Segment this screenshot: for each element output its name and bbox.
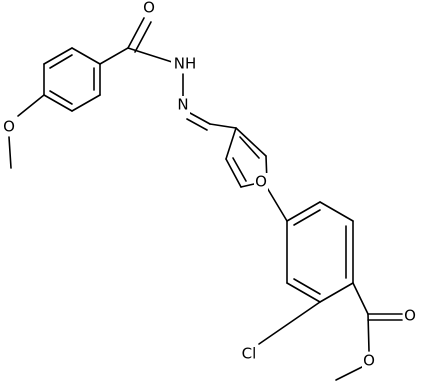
- furan-inner: [239, 136, 260, 159]
- atom-cl: Cl: [237, 345, 261, 363]
- ring-a-bond: [43, 47, 73, 65]
- n-ch-double-2: [186, 118, 208, 131]
- aryl-carbonyl-bond: [99, 47, 129, 65]
- furan-bond: [225, 127, 237, 160]
- c-o-double-1: [127, 17, 145, 49]
- svg-text:O: O: [143, 0, 155, 17]
- ring-a-bond: [43, 94, 73, 112]
- atom-o-carbonyl-amide: O: [142, 0, 156, 17]
- n-ch-double-1: [189, 112, 211, 125]
- svg-text:NH: NH: [174, 55, 197, 73]
- ring-a-inner: [49, 90, 73, 105]
- bonds-layer: [8, 17, 403, 381]
- c-nh-bond: [127, 47, 173, 63]
- ring-b-inner: [293, 209, 321, 226]
- ring-a-inner: [49, 54, 73, 69]
- c-cl-bond: [258, 301, 321, 345]
- ch-furan-bond: [209, 123, 237, 129]
- c-o-ester-bond: [367, 313, 370, 352]
- svg-text:O: O: [255, 173, 267, 191]
- atom-o-furan: O: [254, 173, 268, 191]
- ring-a-bond: [71, 47, 101, 65]
- ring-b-bond: [286, 282, 321, 303]
- o-methyl-bond: [335, 366, 363, 381]
- c-o-double-2: [134, 21, 152, 53]
- ring-b-bond: [286, 201, 321, 222]
- biaryl-bond: [265, 185, 288, 222]
- ring-b-inner: [293, 278, 321, 295]
- atom-o-methoxy: O: [2, 118, 16, 136]
- furan-bond: [225, 158, 242, 188]
- furan-inner: [232, 157, 247, 182]
- furan-bond: [235, 127, 267, 157]
- svg-text:O: O: [404, 307, 416, 325]
- atom-labels-layer: O NH N O O Cl O O: [2, 0, 417, 370]
- svg-text:Cl: Cl: [242, 345, 257, 363]
- o-aryl-bond: [17, 94, 45, 117]
- svg-text:O: O: [3, 118, 15, 136]
- aryl-ester-bond: [352, 282, 369, 315]
- atom-n-imine: N: [176, 96, 190, 114]
- atom-o-ester-carbonyl: O: [403, 307, 417, 325]
- atom-o-ester: O: [362, 352, 376, 370]
- svg-text:N: N: [177, 96, 188, 114]
- ring-a-bond: [71, 94, 101, 112]
- furan-bond: [240, 183, 255, 188]
- atom-nh: NH: [171, 55, 199, 73]
- svg-text:O: O: [363, 352, 375, 370]
- ring-b-bond: [319, 282, 354, 303]
- methyl-bond: [8, 136, 12, 169]
- ring-b-bond: [319, 201, 354, 222]
